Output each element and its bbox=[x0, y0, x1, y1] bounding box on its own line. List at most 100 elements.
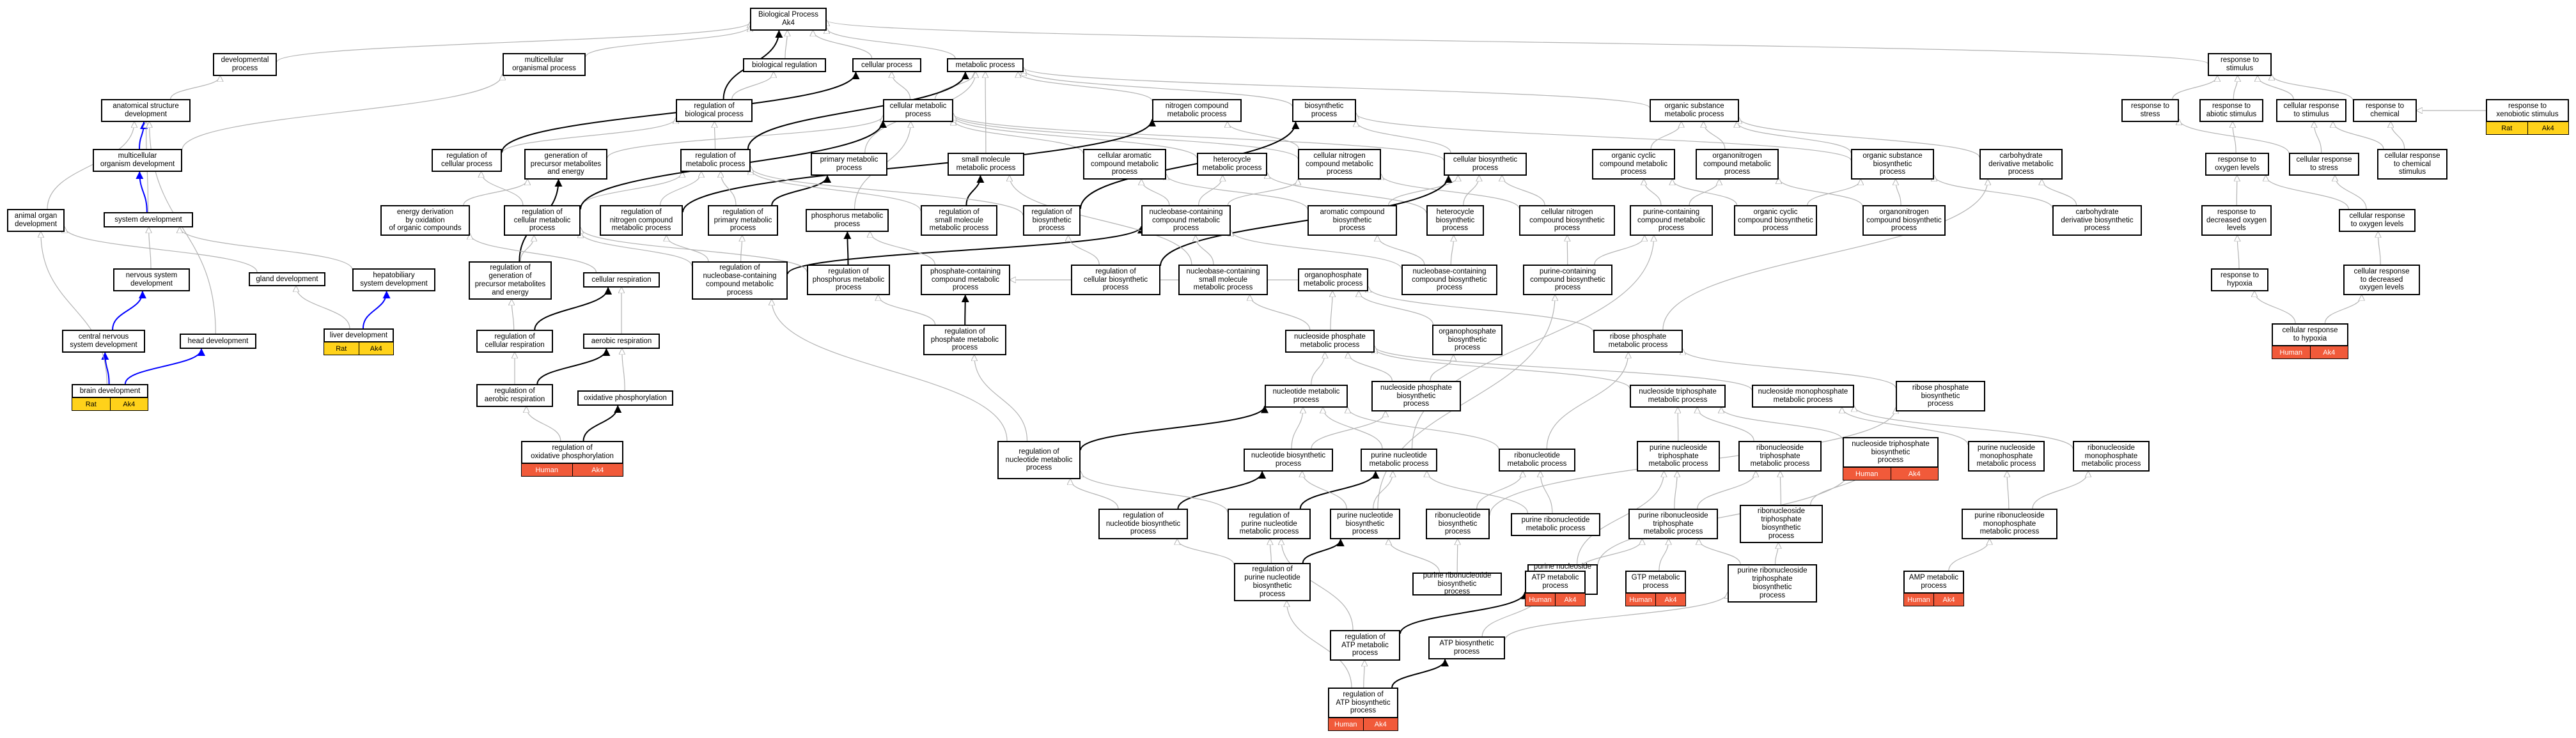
go-term-nervous-dev[interactable]: nervous system development bbox=[113, 268, 190, 291]
go-term-head-dev[interactable]: head development bbox=[180, 334, 256, 349]
go-term-cell-resp-hypoxia[interactable]: cellular response to hypoxia bbox=[2272, 323, 2348, 346]
go-term-multi-org[interactable]: multicellular organismal process bbox=[503, 53, 586, 76]
go-term-atp-biosyn[interactable]: ATP biosynthetic process bbox=[1428, 636, 1505, 659]
go-term-organophos-metab[interactable]: organophosphate metabolic process bbox=[1298, 268, 1368, 291]
go-term-biosyn[interactable]: biosynthetic process bbox=[1292, 99, 1356, 122]
go-term-reg-purine-nucleotide[interactable]: regulation of purine nucleotide metaboli… bbox=[1228, 509, 1311, 539]
go-term-nucleotide-metab[interactable]: nucleotide metabolic process bbox=[1265, 385, 1348, 408]
go-term-heterocycle[interactable]: heterocycle metabolic process bbox=[1197, 153, 1267, 176]
go-term-metab[interactable]: metabolic process bbox=[947, 58, 1024, 72]
go-term-org-cyclic[interactable]: organic cyclic compound metabolic proces… bbox=[1592, 149, 1675, 180]
go-term-purine-ribonucleotide[interactable]: purine ribonucleotide metabolic process bbox=[1511, 513, 1600, 536]
go-term-ribose-phos-biosyn[interactable]: ribose phosphate biosynthetic process bbox=[1896, 381, 1985, 411]
go-term-resp-dec-oxy[interactable]: response to decreased oxygen levels bbox=[2201, 205, 2272, 236]
go-term-nucleoside-mono[interactable]: nucleoside monophosphate metabolic proce… bbox=[1752, 385, 1854, 408]
go-term-ox-phos[interactable]: oxidative phosphorylation bbox=[577, 390, 673, 406]
go-term-reg-nucleobase[interactable]: regulation of nucleobase-containing comp… bbox=[692, 261, 788, 300]
go-term-resp-abiotic[interactable]: response to abiotic stimulus bbox=[2199, 99, 2263, 122]
go-term-reg-ox-phos[interactable]: regulation of oxidative phosphorylation bbox=[521, 441, 623, 464]
go-term-reg-aerobic[interactable]: regulation of aerobic respiration bbox=[476, 384, 553, 407]
go-term-reg-phos-metab[interactable]: regulation of phosphorus metabolic proce… bbox=[807, 265, 890, 295]
go-term-dev[interactable]: developmental process bbox=[213, 53, 277, 76]
go-term-primary-metab[interactable]: primary metabolic process bbox=[811, 153, 887, 176]
go-term-resp-stress[interactable]: response to stress bbox=[2121, 99, 2179, 122]
go-term-reg-nitro[interactable]: regulation of nitrogen compound metaboli… bbox=[600, 205, 683, 236]
go-term-brain-dev[interactable]: brain development bbox=[72, 384, 148, 398]
go-term-ribo-tri-biosyn[interactable]: ribonucleoside triphosphate biosynthetic… bbox=[1740, 505, 1823, 543]
go-term-nucleoside-tri[interactable]: nucleoside triphosphate metabolic proces… bbox=[1630, 385, 1726, 408]
go-term-reg-nucleotide[interactable]: regulation of nucleotide metabolic proce… bbox=[997, 441, 1081, 479]
go-term-bio-reg[interactable]: biological regulation bbox=[743, 58, 826, 72]
go-term-nucleobase-metab[interactable]: nucleobase-containing compound metabolic… bbox=[1141, 205, 1231, 236]
go-term-nitro-metab[interactable]: nitrogen compound metabolic process bbox=[1152, 99, 1242, 122]
go-term-cell-nitro[interactable]: cellular nitrogen compound metabolic pro… bbox=[1298, 149, 1381, 180]
go-term-amp-metab[interactable]: AMP metabolic process bbox=[1903, 571, 1964, 594]
go-term-cell-resp-oxy[interactable]: cellular response to oxygen levels bbox=[2339, 209, 2416, 232]
go-term-reg-cell-biosyn[interactable]: regulation of cellular biosynthetic proc… bbox=[1071, 265, 1160, 295]
go-term-nucleotide-biosyn[interactable]: nucleotide biosynthetic process bbox=[1244, 449, 1333, 472]
go-term-cell-nitro-biosyn[interactable]: cellular nitrogen compound biosynthetic … bbox=[1519, 205, 1615, 236]
go-term-gen-precursor[interactable]: generation of precursor metabolites and … bbox=[524, 149, 607, 180]
go-term-cell-resp-chem[interactable]: cellular response to chemical stimulus bbox=[2377, 149, 2447, 180]
go-term-resp-oxy[interactable]: response to oxygen levels bbox=[2205, 153, 2269, 176]
go-term-ribonucleoside-mono[interactable]: ribonucleoside monophosphate metabolic p… bbox=[2073, 441, 2150, 472]
go-term-org-cyclic-biosyn[interactable]: organic cyclic compound biosynthetic pro… bbox=[1734, 205, 1817, 236]
go-term-cell-resp-dec-oxy[interactable]: cellular response to decreased oxygen le… bbox=[2343, 265, 2420, 295]
go-term-org-sub-biosyn[interactable]: organic substance biosynthetic process bbox=[1851, 149, 1934, 180]
go-term-resp-stim[interactable]: response to stimulus bbox=[2208, 53, 2272, 76]
go-term-purine-ribonucleotide-biosyn[interactable]: purine ribonucleotide biosynthetic proce… bbox=[1412, 572, 1502, 596]
go-term-carb-deriv-biosyn[interactable]: carbohydrate derivative biosynthetic pro… bbox=[2052, 205, 2142, 236]
go-term-multi-org-dev[interactable]: multicellular organism development bbox=[93, 149, 182, 172]
go-term-small-mol[interactable]: small molecule metabolic process bbox=[948, 153, 1024, 176]
go-term-reg-atp-biosyn[interactable]: regulation of ATP biosynthetic process bbox=[1328, 688, 1398, 718]
go-term-cns-dev[interactable]: central nervous system development bbox=[62, 330, 145, 353]
go-term-purine-ribo-mono[interactable]: purine ribonucleoside monophosphate meta… bbox=[1962, 509, 2057, 539]
go-term-reg-gen-precursor[interactable]: regulation of generation of precursor me… bbox=[469, 261, 552, 300]
go-term-resp-chem[interactable]: response to chemical bbox=[2353, 99, 2417, 122]
go-term-anat[interactable]: anatomical structure development bbox=[101, 99, 191, 122]
go-term-reg-atp-metab[interactable]: regulation of ATP metabolic process bbox=[1330, 630, 1400, 661]
go-term-reg-bio[interactable]: regulation of biological process bbox=[676, 99, 753, 122]
go-term-atp-metab[interactable]: ATP metabolic process bbox=[1525, 571, 1586, 594]
go-term-nucleoside-phos-biosyn[interactable]: nucleoside phosphate biosynthetic proces… bbox=[1371, 381, 1461, 411]
go-term-purine-biosyn[interactable]: purine-containing compound biosynthetic … bbox=[1523, 265, 1612, 295]
go-term-cell-resp-stress[interactable]: cellular response to stress bbox=[2289, 153, 2359, 176]
go-term-aerobic-resp[interactable]: aerobic respiration bbox=[583, 334, 660, 349]
go-term-cell-biosyn[interactable]: cellular biosynthetic process bbox=[1444, 153, 1527, 176]
go-term-reg-biosyn[interactable]: regulation of biosynthetic process bbox=[1023, 205, 1081, 236]
go-term-reg-primary[interactable]: regulation of primary metabolic process bbox=[708, 205, 778, 236]
go-term-organophos-biosyn[interactable]: organophosphate biosynthetic process bbox=[1432, 325, 1503, 355]
go-term-gland-dev[interactable]: gland development bbox=[249, 272, 325, 286]
go-term-nucleoside-phos[interactable]: nucleoside phosphate metabolic process bbox=[1285, 330, 1375, 353]
go-term-organonitro[interactable]: organonitrogen compound metabolic proces… bbox=[1696, 149, 1779, 180]
go-term-reg-phosphate[interactable]: regulation of phosphate metabolic proces… bbox=[923, 325, 1006, 355]
go-term-hepato-dev[interactable]: hepatobiliary system development bbox=[352, 268, 435, 291]
go-term-nucleobase-biosyn[interactable]: nucleobase-containing compound biosynthe… bbox=[1401, 265, 1497, 295]
go-term-organonitro-biosyn[interactable]: organonitrogen compound biosynthetic pro… bbox=[1862, 205, 1946, 236]
go-term-cell-respiration[interactable]: cellular respiration bbox=[583, 272, 660, 288]
go-term-purine-nucleotide[interactable]: purine nucleotide metabolic process bbox=[1361, 449, 1437, 472]
go-term-arom-biosyn[interactable]: aromatic compound biosynthetic process bbox=[1308, 205, 1397, 236]
go-term-reg-metab[interactable]: regulation of metabolic process bbox=[680, 149, 751, 172]
go-term-cell-arom[interactable]: cellular aromatic compound metabolic pro… bbox=[1083, 149, 1166, 180]
go-term-purine-nucleoside-tri[interactable]: purine nucleoside triphosphate metabolic… bbox=[1637, 441, 1720, 472]
go-term-resp-hypoxia[interactable]: response to hypoxia bbox=[2211, 268, 2268, 291]
go-term-ribose-phos[interactable]: ribose phosphate metabolic process bbox=[1593, 330, 1683, 353]
go-term-nucleobase-small[interactable]: nucleobase-containing small molecule met… bbox=[1178, 265, 1268, 295]
go-term-reg-cell-metab[interactable]: regulation of cellular metabolic process bbox=[504, 205, 581, 236]
go-term-purine-nucleoside-mono[interactable]: purine nucleoside monophosphate metaboli… bbox=[1968, 441, 2045, 472]
go-term-hetero-biosyn[interactable]: heterocycle biosynthetic process bbox=[1426, 205, 1484, 236]
go-term-reg-cell[interactable]: regulation of cellular process bbox=[432, 149, 502, 172]
go-term-animal-organ[interactable]: animal organ development bbox=[7, 209, 65, 232]
go-term-energy-deriv[interactable]: energy derivation by oxidation of organi… bbox=[380, 205, 470, 236]
go-term-root[interactable]: Biological Process Ak4 bbox=[750, 8, 827, 31]
go-term-resp-xeno[interactable]: response to xenobiotic stimulus bbox=[2486, 99, 2569, 122]
go-term-reg-nucleotide-biosyn[interactable]: regulation of nucleotide biosynthetic pr… bbox=[1098, 509, 1188, 539]
go-term-carb-deriv[interactable]: carbohydrate derivative metabolic proces… bbox=[1979, 149, 2063, 180]
go-term-gtp-metab[interactable]: GTP metabolic process bbox=[1625, 571, 1686, 594]
go-term-ribonucleotide[interactable]: ribonucleotide metabolic process bbox=[1499, 449, 1575, 472]
go-term-reg-small[interactable]: regulation of small molecule metabolic p… bbox=[921, 205, 997, 236]
go-term-purine-nucleotide-biosyn[interactable]: purine nucleotide biosynthetic process bbox=[1330, 509, 1400, 539]
go-term-nucleoside-tri-biosyn[interactable]: nucleoside triphosphate biosynthetic pro… bbox=[1843, 437, 1939, 468]
go-term-liver-dev[interactable]: liver development bbox=[324, 328, 394, 342]
